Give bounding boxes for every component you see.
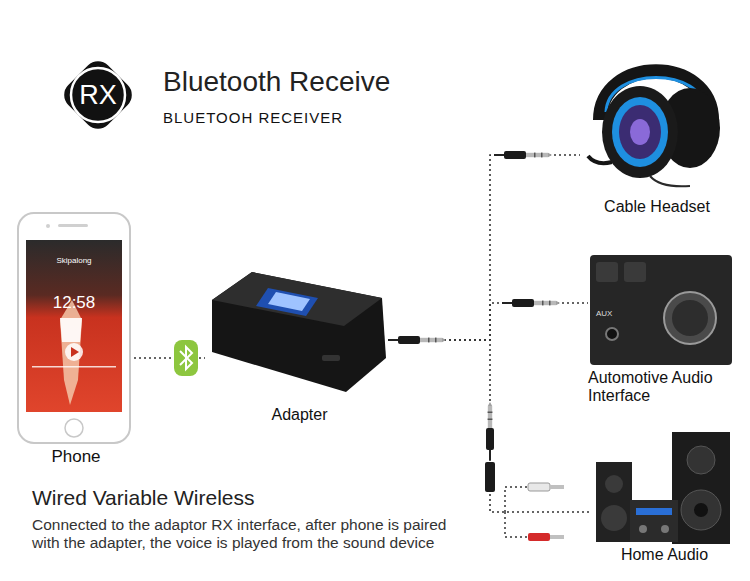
- caption: Phone: [18, 447, 134, 467]
- audio-plug: [502, 299, 560, 307]
- panel-label: AUX: [596, 309, 612, 318]
- audio-plug: [388, 336, 446, 344]
- note-body: Connected to the adaptor RX interface, a…: [32, 516, 472, 552]
- car-panel-illustration: [590, 255, 732, 365]
- rca-plugs: [505, 483, 564, 541]
- screen-song: Skipalong: [30, 256, 118, 265]
- audio-plug: [486, 402, 494, 460]
- caption: Adapter: [205, 406, 394, 424]
- dotted-wire: [394, 303, 588, 340]
- headset-illustration: [588, 71, 720, 186]
- device-caption: Cable Headset: [580, 60, 734, 216]
- dotted-wire: [394, 155, 580, 340]
- device-caption: Home Audio: [590, 428, 739, 564]
- logo-badge: RX: [55, 52, 141, 138]
- title: Bluetooth Receive: [163, 66, 390, 98]
- caption: Automotive Audio Interface: [588, 369, 742, 406]
- note-heading: Wired Variable Wireless: [32, 486, 255, 510]
- screen-time: 12:58: [30, 293, 118, 313]
- caption: Home Audio: [590, 546, 739, 564]
- device-caption: Adapter: [205, 268, 394, 424]
- adapter-illustration: [212, 272, 386, 392]
- audio-plug: [494, 151, 552, 159]
- dotted-wire: [394, 340, 590, 512]
- device-caption: Automotive Audio Interface: [588, 252, 742, 406]
- home-audio-illustration: [596, 432, 730, 544]
- bluetooth-icon: [174, 340, 198, 376]
- badge-text: RX: [79, 80, 117, 111]
- device-caption: Phone: [18, 213, 134, 467]
- caption: Cable Headset: [580, 198, 734, 216]
- audio-jack: [485, 462, 495, 492]
- phone-illustration: [18, 213, 130, 443]
- subtitle: BLUETOOH RECEIVER: [163, 109, 343, 126]
